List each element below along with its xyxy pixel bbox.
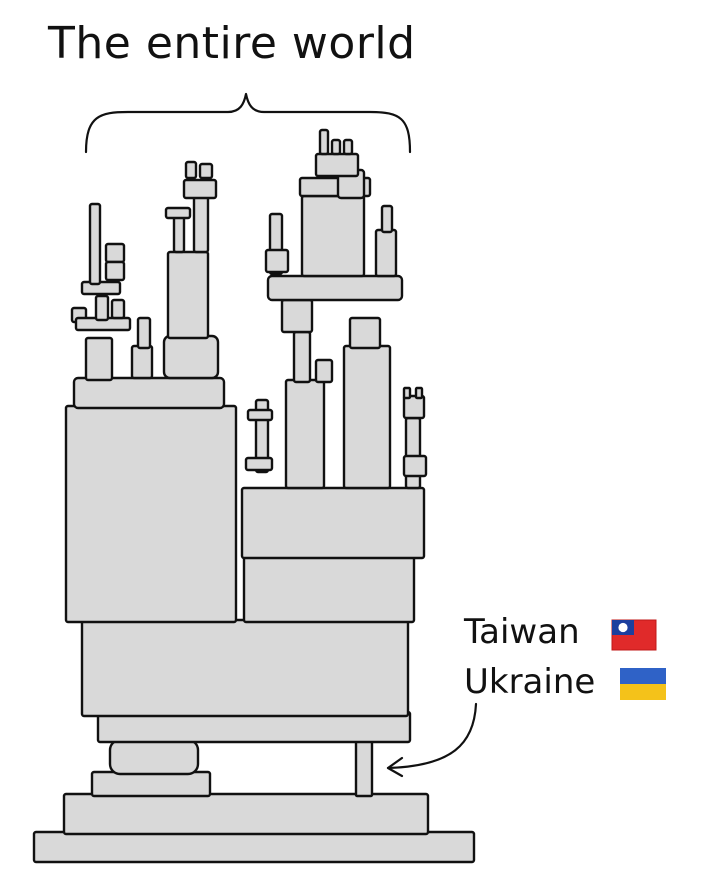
- pointer-arrowhead: [386, 756, 404, 778]
- mid-round-block: [162, 334, 220, 380]
- right-low-block: [242, 554, 416, 624]
- left-box-1: [104, 242, 126, 264]
- pointer-arrow: [386, 702, 478, 770]
- right-column-cap-box: [314, 358, 334, 384]
- ukraine-flag-icon: [620, 668, 666, 700]
- upper-right-tine-2: [330, 138, 342, 156]
- left-post-top: [110, 298, 126, 320]
- left-big-block: [64, 404, 238, 624]
- far-right-post-cap: [402, 394, 426, 420]
- ukraine-label: Ukraine: [464, 662, 596, 702]
- right-mid-block: [240, 486, 426, 560]
- small-step: [90, 770, 212, 798]
- right-column-cap-b: [348, 316, 382, 350]
- mid-tower-nub-1: [184, 160, 198, 180]
- upper-right-tine-3: [342, 138, 354, 156]
- upper-right-right-cap: [380, 204, 394, 234]
- mid-tower-nub-2: [198, 162, 214, 180]
- far-right-post: [404, 416, 422, 490]
- right-column-crown: [280, 298, 314, 334]
- upper-right-shelf: [266, 274, 404, 302]
- lower-plinth: [62, 792, 430, 836]
- left-pillar-short: [84, 336, 114, 382]
- right-small-pole-arm: [246, 408, 274, 422]
- far-right-post-nub-1: [402, 386, 412, 400]
- taiwan-flag-icon: [611, 619, 657, 651]
- ukraine-support-stick: [354, 736, 374, 798]
- left-thin-spire: [88, 202, 102, 286]
- round-support: [108, 738, 200, 776]
- ground-base: [32, 830, 476, 864]
- comic-title: The entire world: [48, 18, 416, 69]
- upper-right-tine-1: [318, 128, 330, 156]
- left-small-pillar: [130, 344, 154, 380]
- right-small-pole-base: [244, 456, 274, 472]
- left-cap-slab: [72, 376, 226, 410]
- left-small-post: [94, 294, 110, 322]
- left-shelf: [80, 280, 122, 296]
- far-right-post-nub-2: [414, 386, 424, 400]
- left-box-2: [104, 260, 126, 282]
- taiwan-label: Taiwan: [464, 612, 580, 652]
- left-small-pillar-top: [136, 316, 152, 350]
- mid-tower-cap: [182, 178, 218, 200]
- mid-tower-arm: [164, 206, 192, 220]
- upper-right-right-post: [374, 228, 398, 278]
- far-right-post-foot: [402, 454, 428, 478]
- right-column-cap-a: [292, 330, 312, 384]
- mid-tower-post-2: [192, 194, 210, 254]
- world-brace: [84, 92, 412, 154]
- main-slab: [80, 618, 410, 718]
- upper-right-tower: [300, 194, 366, 278]
- upper-right-rack: [314, 152, 360, 178]
- right-tall-column-b: [342, 344, 392, 490]
- mid-tall-tower: [166, 250, 210, 340]
- right-tall-column-a: [284, 378, 326, 490]
- upper-right-left-box: [264, 248, 290, 274]
